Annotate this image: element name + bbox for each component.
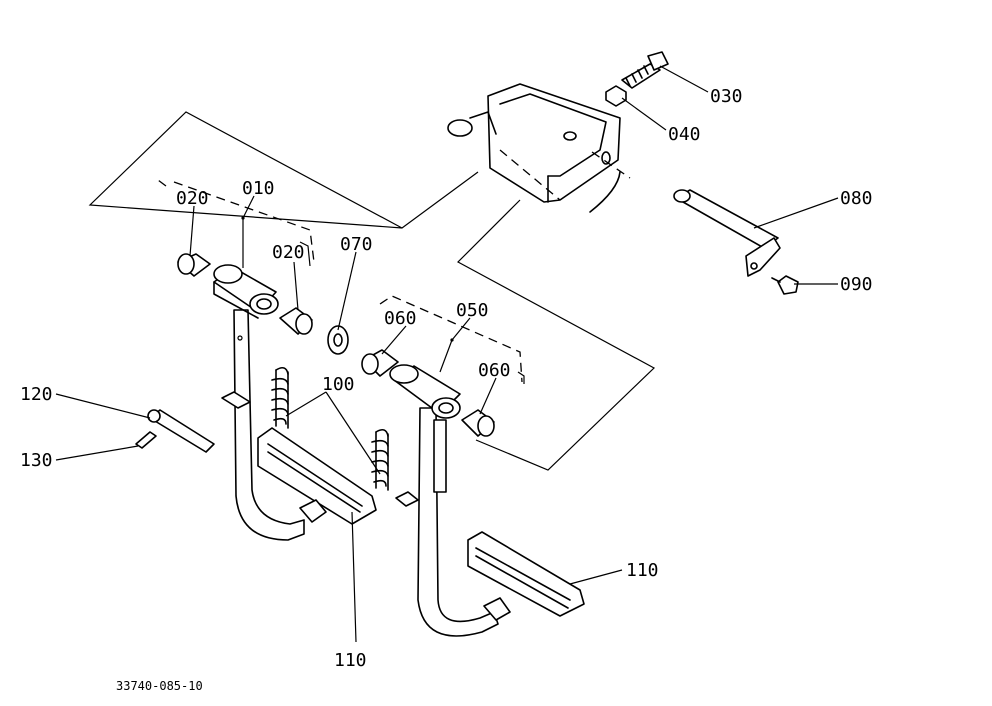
pin-120 xyxy=(147,409,215,453)
callout-labels: 010 020 020 030 040 050 060 060 070 080 … xyxy=(20,86,873,693)
shaft-080 xyxy=(673,189,781,277)
nut-040 xyxy=(605,85,627,107)
callout-120: 120 xyxy=(20,384,53,405)
callout-020-right: 020 xyxy=(272,242,305,263)
reference-frames xyxy=(88,111,656,471)
callout-090: 090 xyxy=(840,274,873,295)
callout-050: 050 xyxy=(456,300,489,321)
spring-100-left xyxy=(271,366,289,429)
callout-110-right: 110 xyxy=(626,560,659,581)
callout-060-right: 060 xyxy=(478,360,511,381)
dashed-groups xyxy=(157,179,523,383)
callout-030: 030 xyxy=(710,86,743,107)
callout-080: 080 xyxy=(840,188,873,209)
bracket xyxy=(447,83,631,213)
group-010-dash xyxy=(157,179,315,263)
pedal-stop-pins xyxy=(221,391,419,507)
leader-lines xyxy=(55,65,839,643)
callout-110-left: 110 xyxy=(334,650,367,671)
pedal-010 xyxy=(213,264,305,541)
callout-070: 070 xyxy=(340,234,373,255)
spring-100-right xyxy=(371,428,389,491)
right-shaft-frame xyxy=(457,199,656,471)
callout-040: 040 xyxy=(668,124,701,145)
callout-130: 130 xyxy=(20,450,53,471)
bushing-060-right xyxy=(461,409,495,437)
drawing-code: 33740-085-10 xyxy=(116,679,203,693)
callout-060-left: 060 xyxy=(384,308,417,329)
pedal-pad-110-left xyxy=(257,427,377,525)
bolt-030 xyxy=(621,51,669,89)
left-shaft-frame xyxy=(88,111,479,229)
cotter-pin-130 xyxy=(135,431,157,449)
pedal-pad-110-right xyxy=(467,531,585,621)
callout-010: 010 xyxy=(242,178,275,199)
callout-020-left: 020 xyxy=(176,188,209,209)
bushing-060-left xyxy=(361,349,399,377)
bushing-020-left xyxy=(177,253,211,277)
pedal-050 xyxy=(389,364,499,637)
group-050-dash xyxy=(379,295,523,383)
callout-100: 100 xyxy=(322,374,355,395)
washer-070 xyxy=(327,325,349,355)
bushing-020-right xyxy=(279,307,313,335)
bolt-090 xyxy=(771,275,799,295)
